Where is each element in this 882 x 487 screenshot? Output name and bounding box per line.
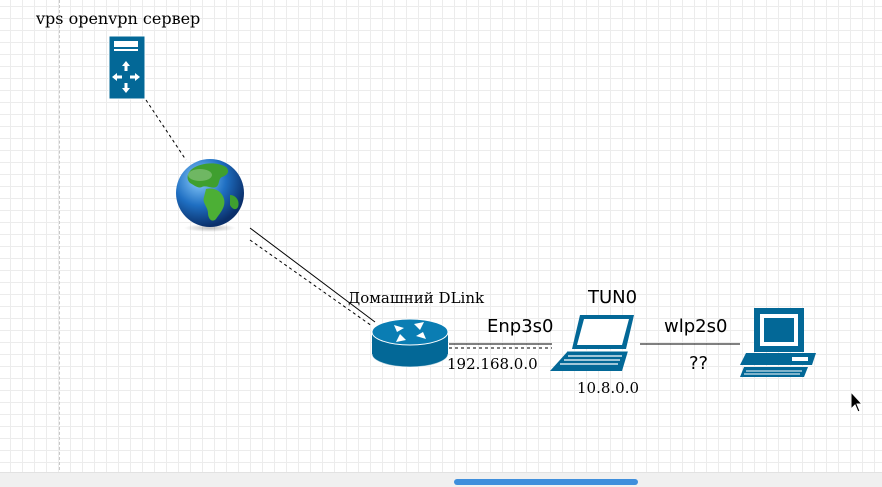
link-internet-router-dashed[interactable]	[249, 239, 373, 327]
server-icon[interactable]	[108, 35, 148, 101]
horizontal-scrollbar[interactable]	[0, 472, 882, 487]
scrollbar-thumb[interactable]	[454, 479, 638, 485]
link-internet-router-solid[interactable]	[249, 227, 376, 323]
router-label: Домашний DLink	[348, 289, 485, 307]
laptop-icon[interactable]	[548, 313, 638, 373]
laptop-address-label: 10.8.0.0	[577, 379, 640, 397]
desktop-computer-icon[interactable]	[738, 307, 818, 379]
link-label-enp3s0: Enp3s0	[487, 316, 554, 337]
link-vps-internet[interactable]	[145, 99, 187, 161]
mouse-cursor-icon	[850, 391, 864, 413]
link-network-192: 192.168.0.0	[447, 355, 538, 373]
page-boundary-guide	[59, 0, 60, 470]
laptop-tun-label: TUN0	[588, 287, 638, 308]
globe-icon[interactable]	[170, 155, 250, 235]
router-icon[interactable]	[370, 318, 450, 370]
link-label-wlp2s0: wlp2s0	[664, 316, 728, 337]
link-network-unknown: ??	[689, 353, 709, 374]
vps-server-label: vps openvpn сервер	[36, 9, 201, 28]
